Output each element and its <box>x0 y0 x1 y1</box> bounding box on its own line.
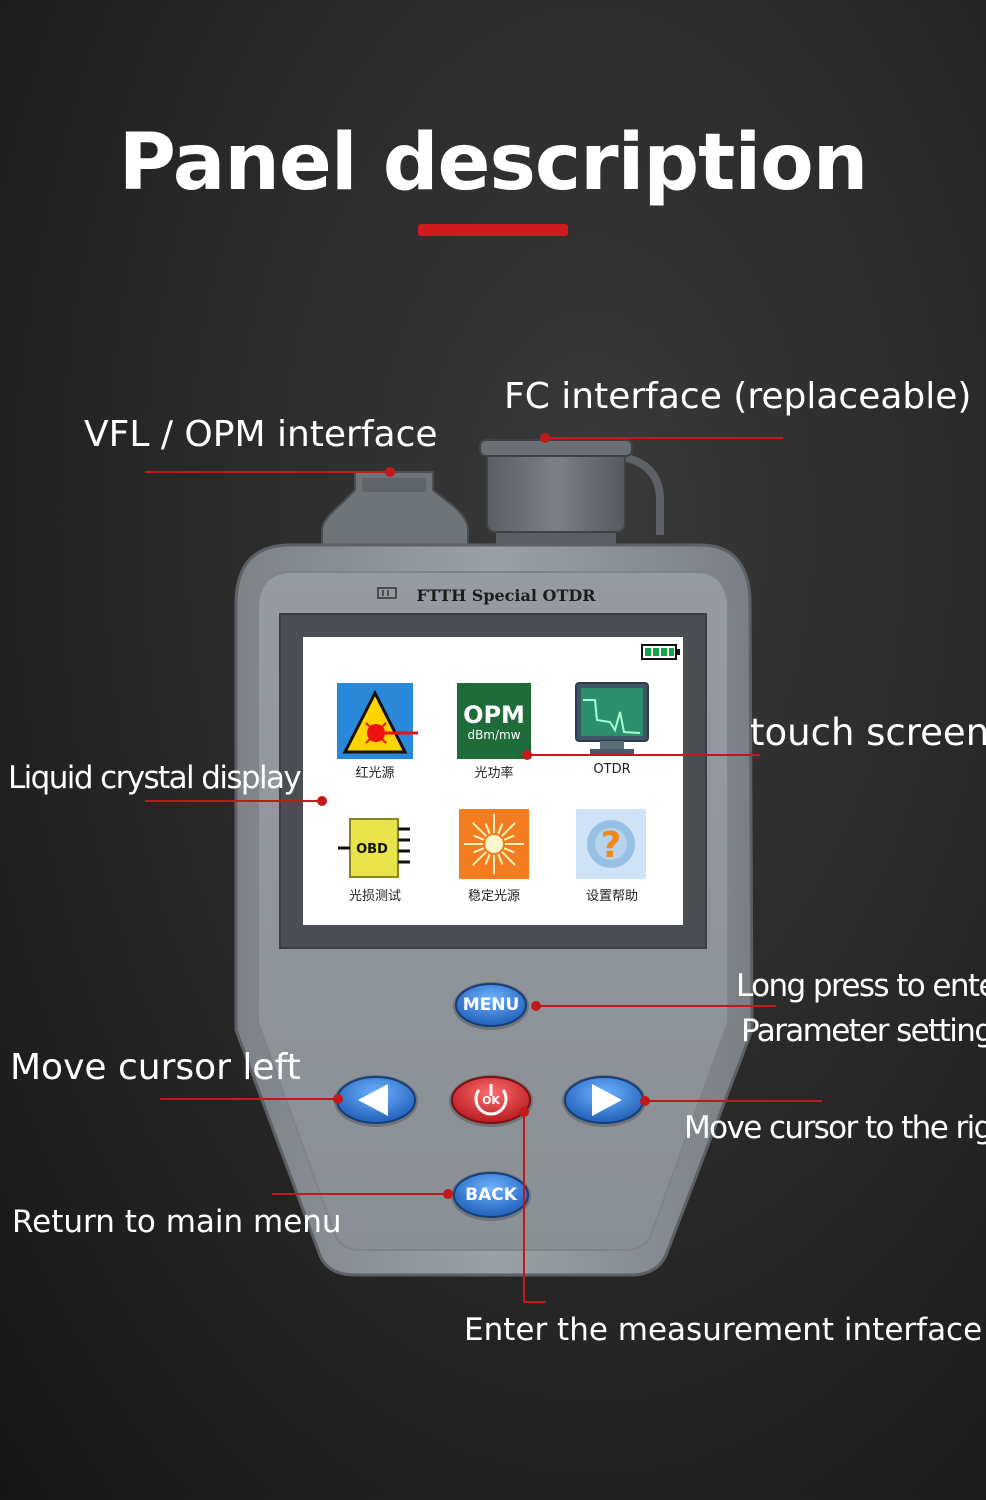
right-arrow-button[interactable] <box>562 1075 646 1127</box>
light-ray <box>484 823 491 835</box>
otdr-monitor-icon[interactable] <box>575 682 649 754</box>
label-menu-line1: Long press to enter <box>736 968 986 1004</box>
icon-caption-sls: 稳定光源 <box>467 889 520 904</box>
vfl-port <box>321 471 469 546</box>
light-ray <box>472 822 487 837</box>
ok-button[interactable] <box>449 1075 533 1127</box>
label-fc-interface: FC interface (replaceable) <box>504 376 972 417</box>
light-ray <box>503 834 515 841</box>
menu-button[interactable] <box>453 982 529 1030</box>
laser-warning-icon[interactable] <box>337 683 418 759</box>
svg-text:?: ? <box>601 825 622 866</box>
light-ray <box>473 834 485 841</box>
icon-caption-opm: 光功率 <box>474 766 514 781</box>
fc-port <box>479 439 664 548</box>
light-ray <box>497 853 504 865</box>
label-lcd: Liquid crystal display <box>8 760 302 796</box>
label-move-right: Move cursor to the right <box>684 1110 986 1146</box>
left-arrow-icon <box>358 1084 388 1116</box>
label-move-left: Move cursor left <box>10 1047 301 1088</box>
icon-caption-obd: 光损测试 <box>348 889 401 904</box>
light-burst-icon[interactable] <box>459 809 529 879</box>
right-arrow-icon <box>592 1084 622 1116</box>
icon-caption-otdr: OTDR <box>593 762 631 777</box>
light-ray <box>501 851 516 866</box>
light-ray <box>472 851 487 866</box>
light-ray <box>497 823 504 835</box>
menu-button-label: MENU <box>462 995 520 1015</box>
opm-icon[interactable]: OPM dBm/mw <box>457 683 531 759</box>
icon-caption-help: 设置帮助 <box>585 889 638 904</box>
label-touch-screen: touch screen <box>750 711 986 754</box>
label-menu-line2: Parameter setting <box>741 1013 986 1049</box>
svg-text:dBm/mw: dBm/mw <box>467 728 520 742</box>
light-ray <box>501 822 516 837</box>
svg-text:OBD: OBD <box>356 842 388 857</box>
light-ray <box>503 847 515 854</box>
label-enter-measurement: Enter the measurement interface <box>464 1312 983 1348</box>
icon-caption-vfl: 红光源 <box>355 766 395 781</box>
help-gear-icon[interactable]: ? <box>576 809 646 879</box>
left-arrow-button[interactable] <box>334 1075 418 1127</box>
page-title: Panel description <box>118 118 869 208</box>
light-ray <box>473 847 485 854</box>
battery-icon <box>641 644 680 660</box>
power-icon <box>474 1089 508 1116</box>
label-vfl-opm: VFL / OPM interface <box>84 414 438 455</box>
obd-chip-icon[interactable]: OBD <box>338 818 410 878</box>
label-return-main: Return to main menu <box>12 1204 342 1240</box>
brand-text: FTTH Special OTDR <box>416 586 596 605</box>
title-underline <box>418 224 568 236</box>
light-ray <box>484 853 491 865</box>
svg-text:OPM: OPM <box>463 701 525 729</box>
ok-button-label: OK <box>482 1094 500 1107</box>
back-button-label: BACK <box>465 1185 517 1205</box>
